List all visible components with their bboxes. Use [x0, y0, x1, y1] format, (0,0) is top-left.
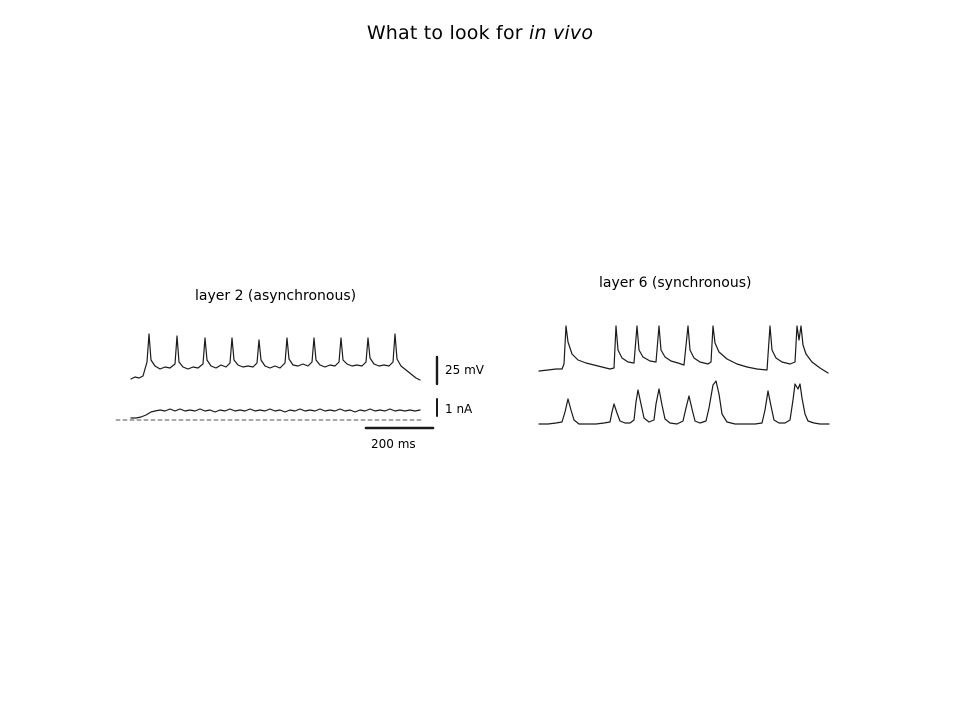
- title-prefix: What to look for: [366, 22, 530, 44]
- layer2-label: layer 2 (asynchronous): [195, 288, 357, 304]
- title-emphasis: in vivo: [529, 22, 594, 44]
- layer6-current-trace: [538, 380, 830, 425]
- layer2-current-trace: [130, 408, 421, 419]
- time-scale-label: 200 ms: [371, 437, 416, 451]
- layer6-voltage-trace: [538, 325, 829, 374]
- layer2-voltage-trace: [130, 333, 421, 381]
- slide-title: What to look for in vivo: [0, 22, 960, 44]
- current-scale-label: 1 nA: [445, 402, 473, 416]
- layer6-label: layer 6 (synchronous): [599, 275, 752, 291]
- voltage-scale-label: 25 mV: [445, 363, 484, 377]
